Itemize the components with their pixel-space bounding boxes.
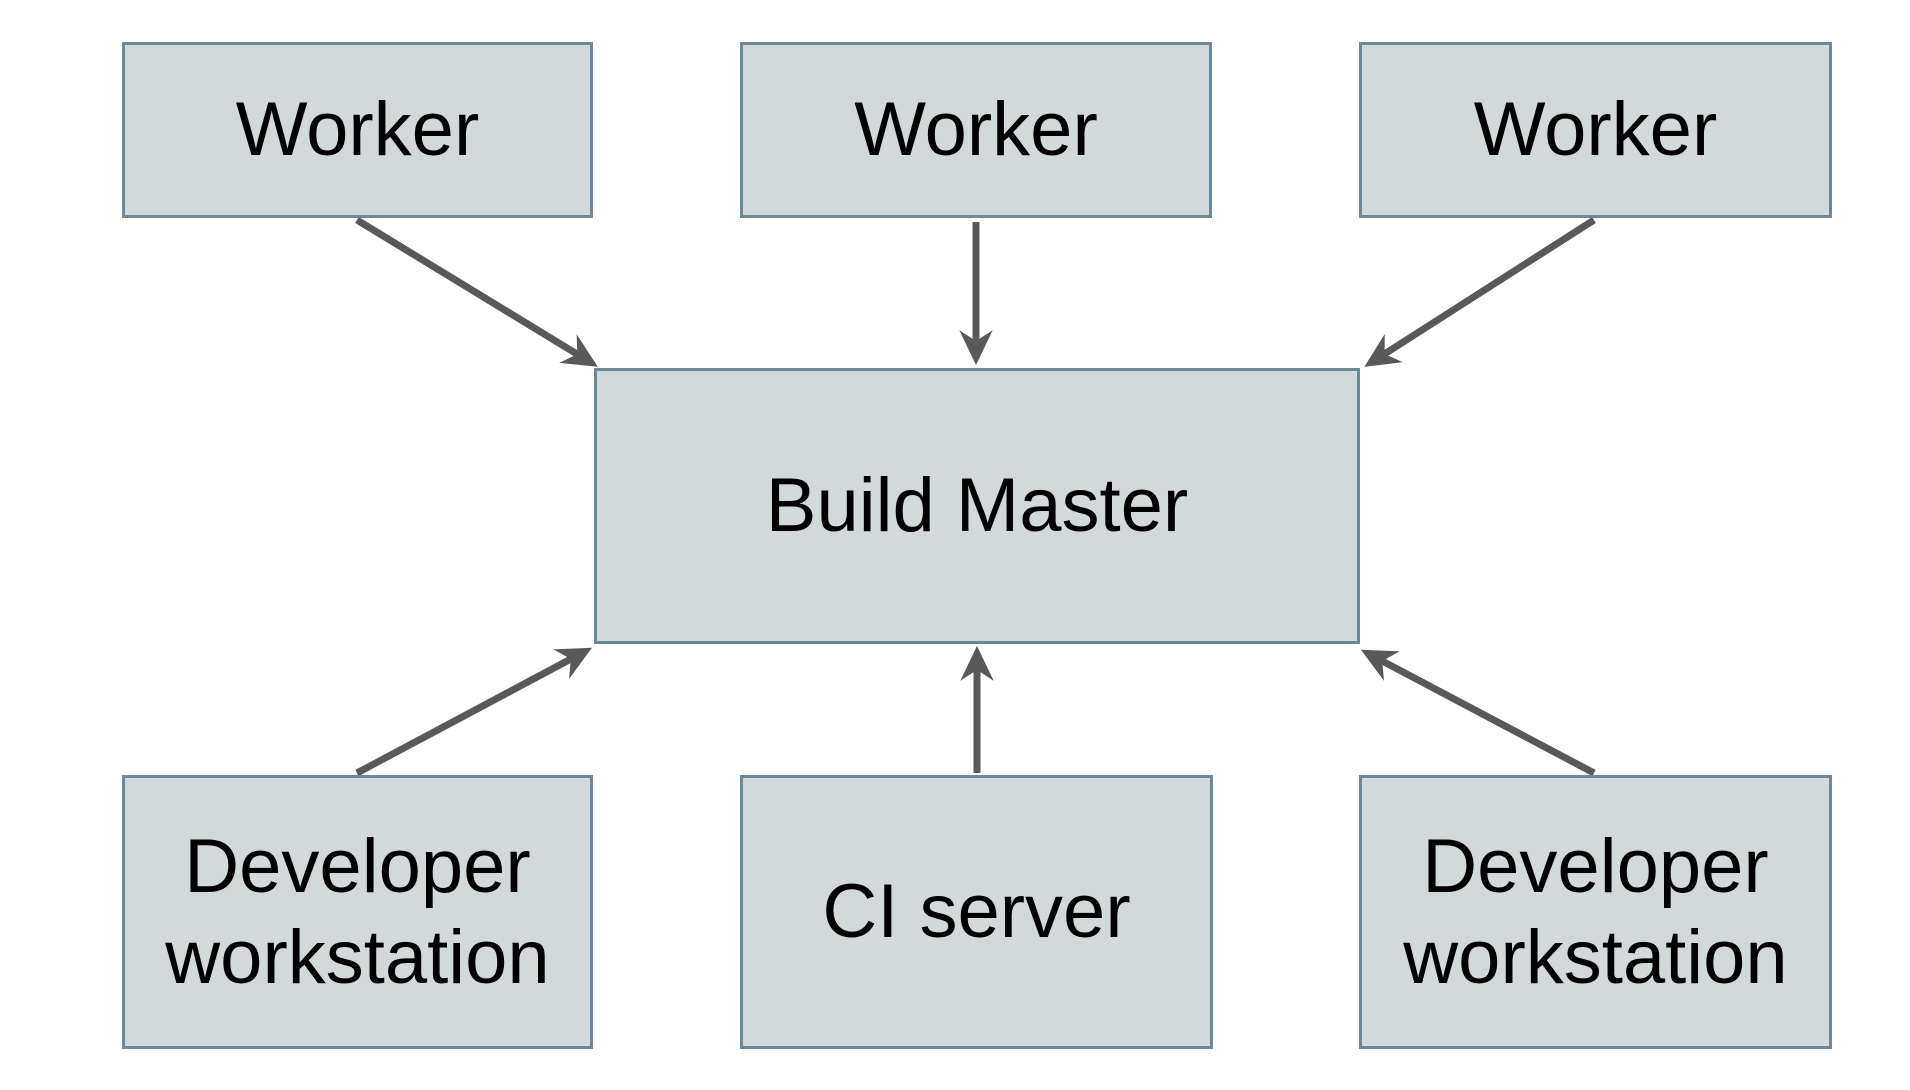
node-ci-server: CI server <box>740 775 1213 1049</box>
node-worker-3-label: Worker <box>1473 87 1718 173</box>
node-worker-1: Worker <box>122 42 593 218</box>
node-ci-server-label: CI server <box>822 869 1131 955</box>
node-build-master: Build Master <box>594 368 1360 644</box>
node-build-master-label: Build Master <box>765 463 1189 549</box>
node-developer-workstation-left-label: Developer workstation <box>165 823 550 1000</box>
edge-developer-workstation-left-to-build-master <box>355 647 593 777</box>
node-developer-workstation-left: Developer workstation <box>122 775 593 1049</box>
node-developer-workstation-right-label: Developer workstation <box>1403 823 1788 1000</box>
edge-worker-3-to-build-master <box>1364 217 1596 367</box>
node-developer-workstation-right: Developer workstation <box>1359 775 1832 1049</box>
node-worker-2-label: Worker <box>854 87 1098 173</box>
node-worker-3: Worker <box>1359 42 1832 218</box>
edge-developer-workstation-right-to-build-master <box>1360 649 1596 777</box>
edge-worker-1-to-build-master <box>355 217 598 367</box>
node-worker-1-label: Worker <box>235 87 480 173</box>
node-worker-2: Worker <box>740 42 1212 218</box>
